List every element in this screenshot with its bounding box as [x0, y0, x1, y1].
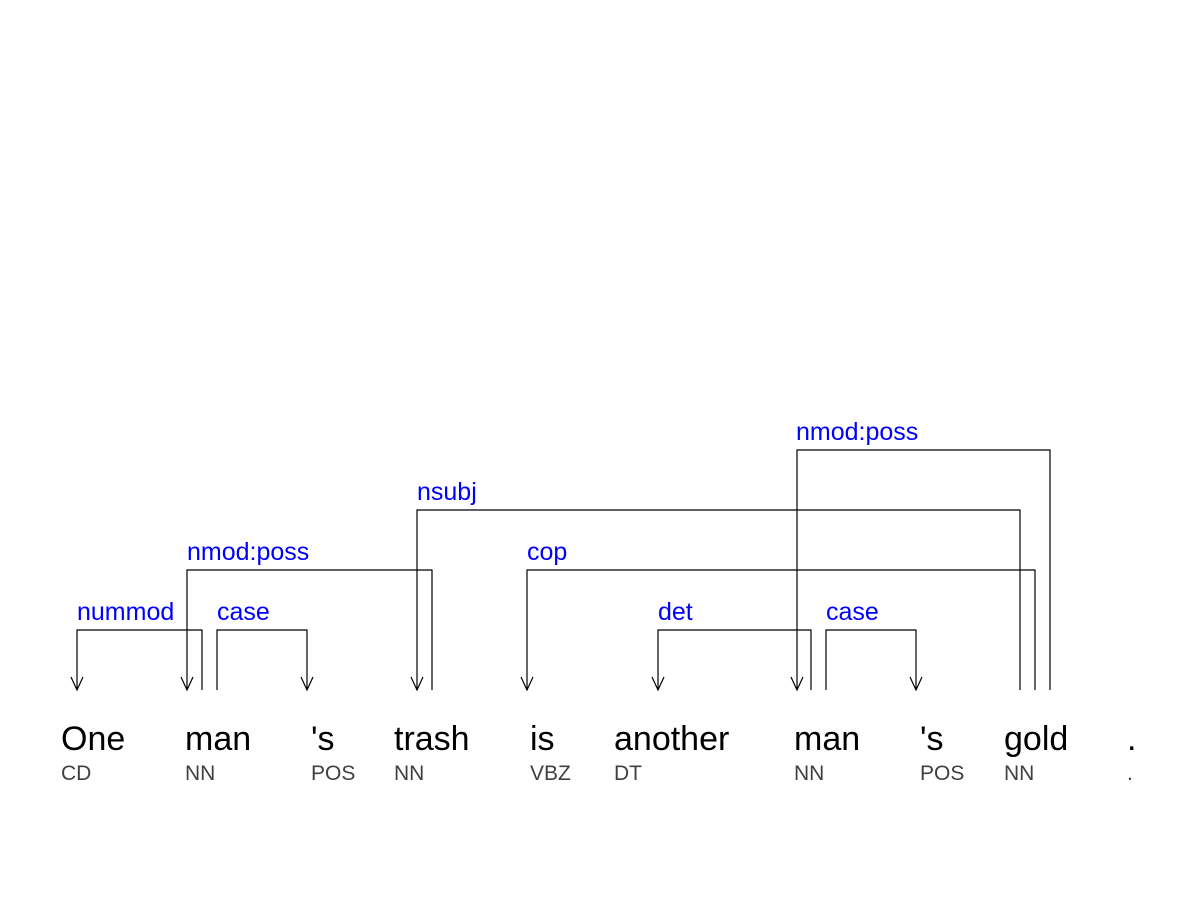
arrowhead-icon — [520, 676, 534, 692]
relation-label-det: det — [658, 598, 693, 626]
arrowhead-icon — [909, 676, 923, 692]
dependency-arcs — [70, 449, 1051, 692]
word-2: 's — [311, 720, 335, 758]
word-4: is — [530, 720, 555, 758]
relation-label-cop: cop — [527, 538, 567, 566]
pos-tag-7: POS — [920, 762, 964, 785]
arrowhead-icon — [300, 676, 314, 692]
relation-label-nmod-poss: nmod:poss — [187, 538, 309, 566]
relation-label-nsubj: nsubj — [417, 478, 477, 506]
word-3: trash — [394, 720, 470, 758]
dependency-arc-nmod-poss — [796, 449, 1051, 690]
relation-label-nummod: nummod — [77, 598, 174, 626]
pos-tags: CD NN POS NN VBZ DT NN POS NN. — [61, 762, 1133, 785]
pos-tag-6: NN — [794, 762, 824, 785]
pos-tag-4: VBZ — [530, 762, 571, 785]
pos-tag-8: NN — [1004, 762, 1034, 785]
relation-label-nmod-poss: nmod:poss — [796, 418, 918, 446]
arrowhead-icon — [180, 676, 194, 692]
word-6: man — [794, 720, 860, 758]
relation-label-case: case — [826, 598, 879, 626]
word-5: another — [614, 720, 729, 758]
word-8: gold — [1004, 720, 1068, 758]
word-1: man — [185, 720, 251, 758]
dependency-arc-case — [216, 629, 308, 690]
dependency-arc-nmod-poss — [186, 569, 433, 690]
word-9: . — [1127, 720, 1136, 758]
pos-tag-0: CD — [61, 762, 91, 785]
dependency-arc-det — [657, 629, 812, 690]
pos-tag-5: DT — [614, 762, 642, 785]
sentence-words: One man 's trash is another man 's gold. — [61, 720, 1136, 758]
dependency-arc-nsubj — [416, 509, 1021, 690]
pos-tag-1: NN — [185, 762, 215, 785]
arrowhead-icon — [651, 676, 665, 692]
word-7: 's — [920, 720, 944, 758]
pos-tag-9: . — [1127, 762, 1133, 785]
dependency-arc-nummod — [76, 629, 203, 690]
word-0: One — [61, 720, 125, 758]
arrowhead-icon — [410, 676, 424, 692]
arrowhead-icon — [790, 676, 804, 692]
relation-label-case: case — [217, 598, 270, 626]
pos-tag-3: NN — [394, 762, 424, 785]
dependency-arc-cop — [526, 569, 1036, 690]
arrowhead-icon — [70, 676, 84, 692]
relation-labels: nummod case nmod:poss cop nsubj det case nmod:p… — [77, 418, 918, 626]
pos-tag-2: POS — [311, 762, 355, 785]
dependency-arc-case — [825, 629, 917, 690]
